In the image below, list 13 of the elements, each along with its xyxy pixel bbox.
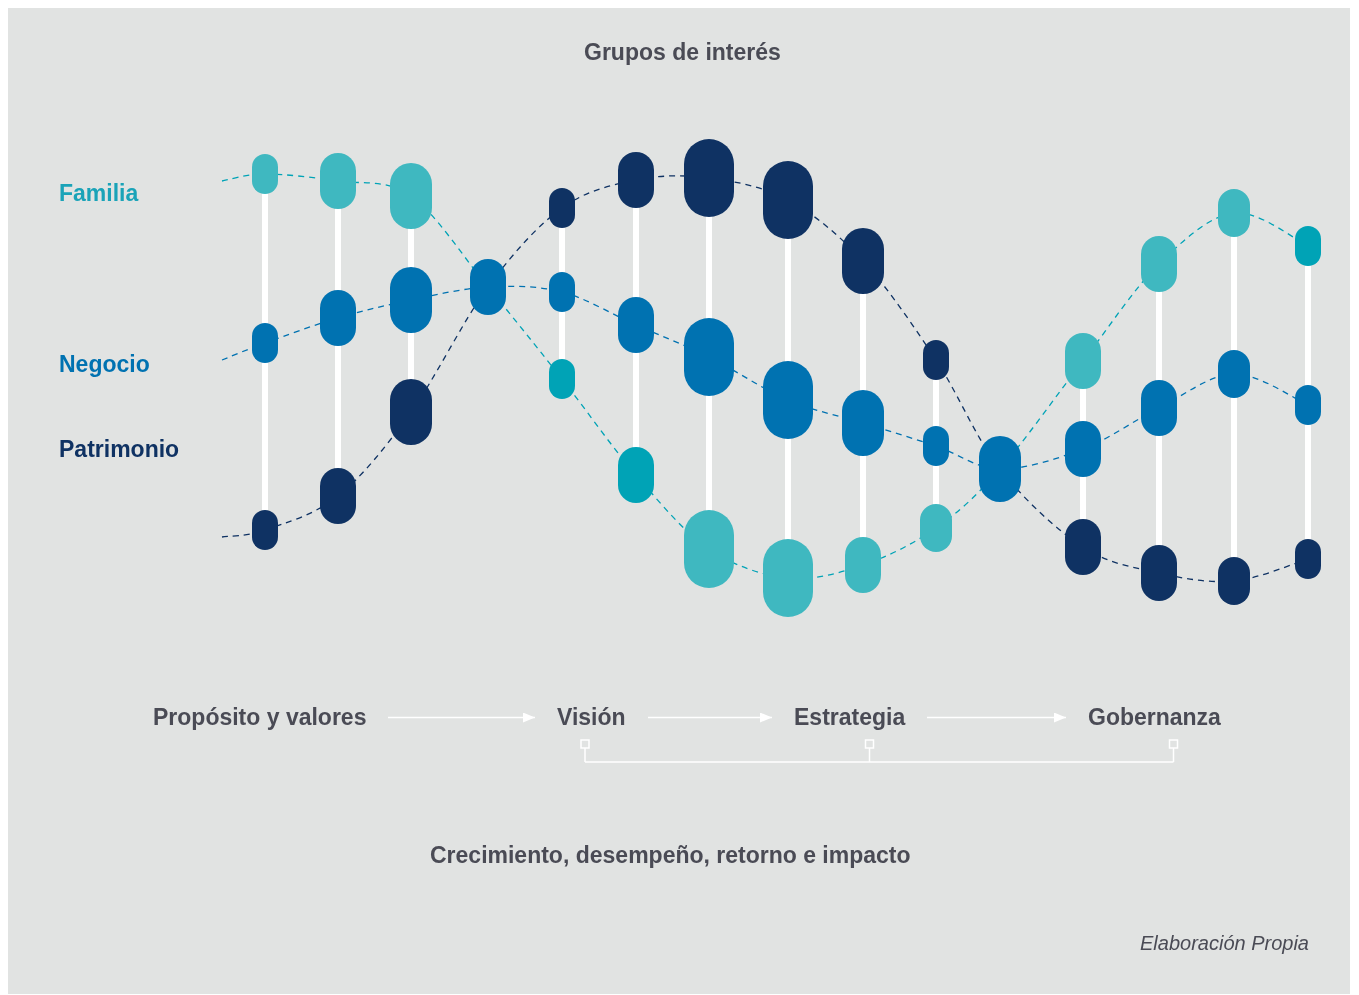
stage-label: Visión [557,700,626,735]
arrow [387,712,536,723]
group-label: Patrimonio [59,435,180,464]
arrow [647,712,773,723]
arrow [926,712,1067,723]
group-label: Negocio [59,350,150,379]
title: Grupos de interés [584,38,781,67]
outcome-label: Crecimiento, desempeño, retorno e impacto [430,841,911,870]
caption: Elaboración Propia [1140,931,1309,956]
group-label: Familia [59,179,139,208]
stage-label: Estrategia [794,700,906,735]
stage-label: Gobernanza [1088,700,1221,735]
stage-label: Propósito y valores [153,700,367,735]
